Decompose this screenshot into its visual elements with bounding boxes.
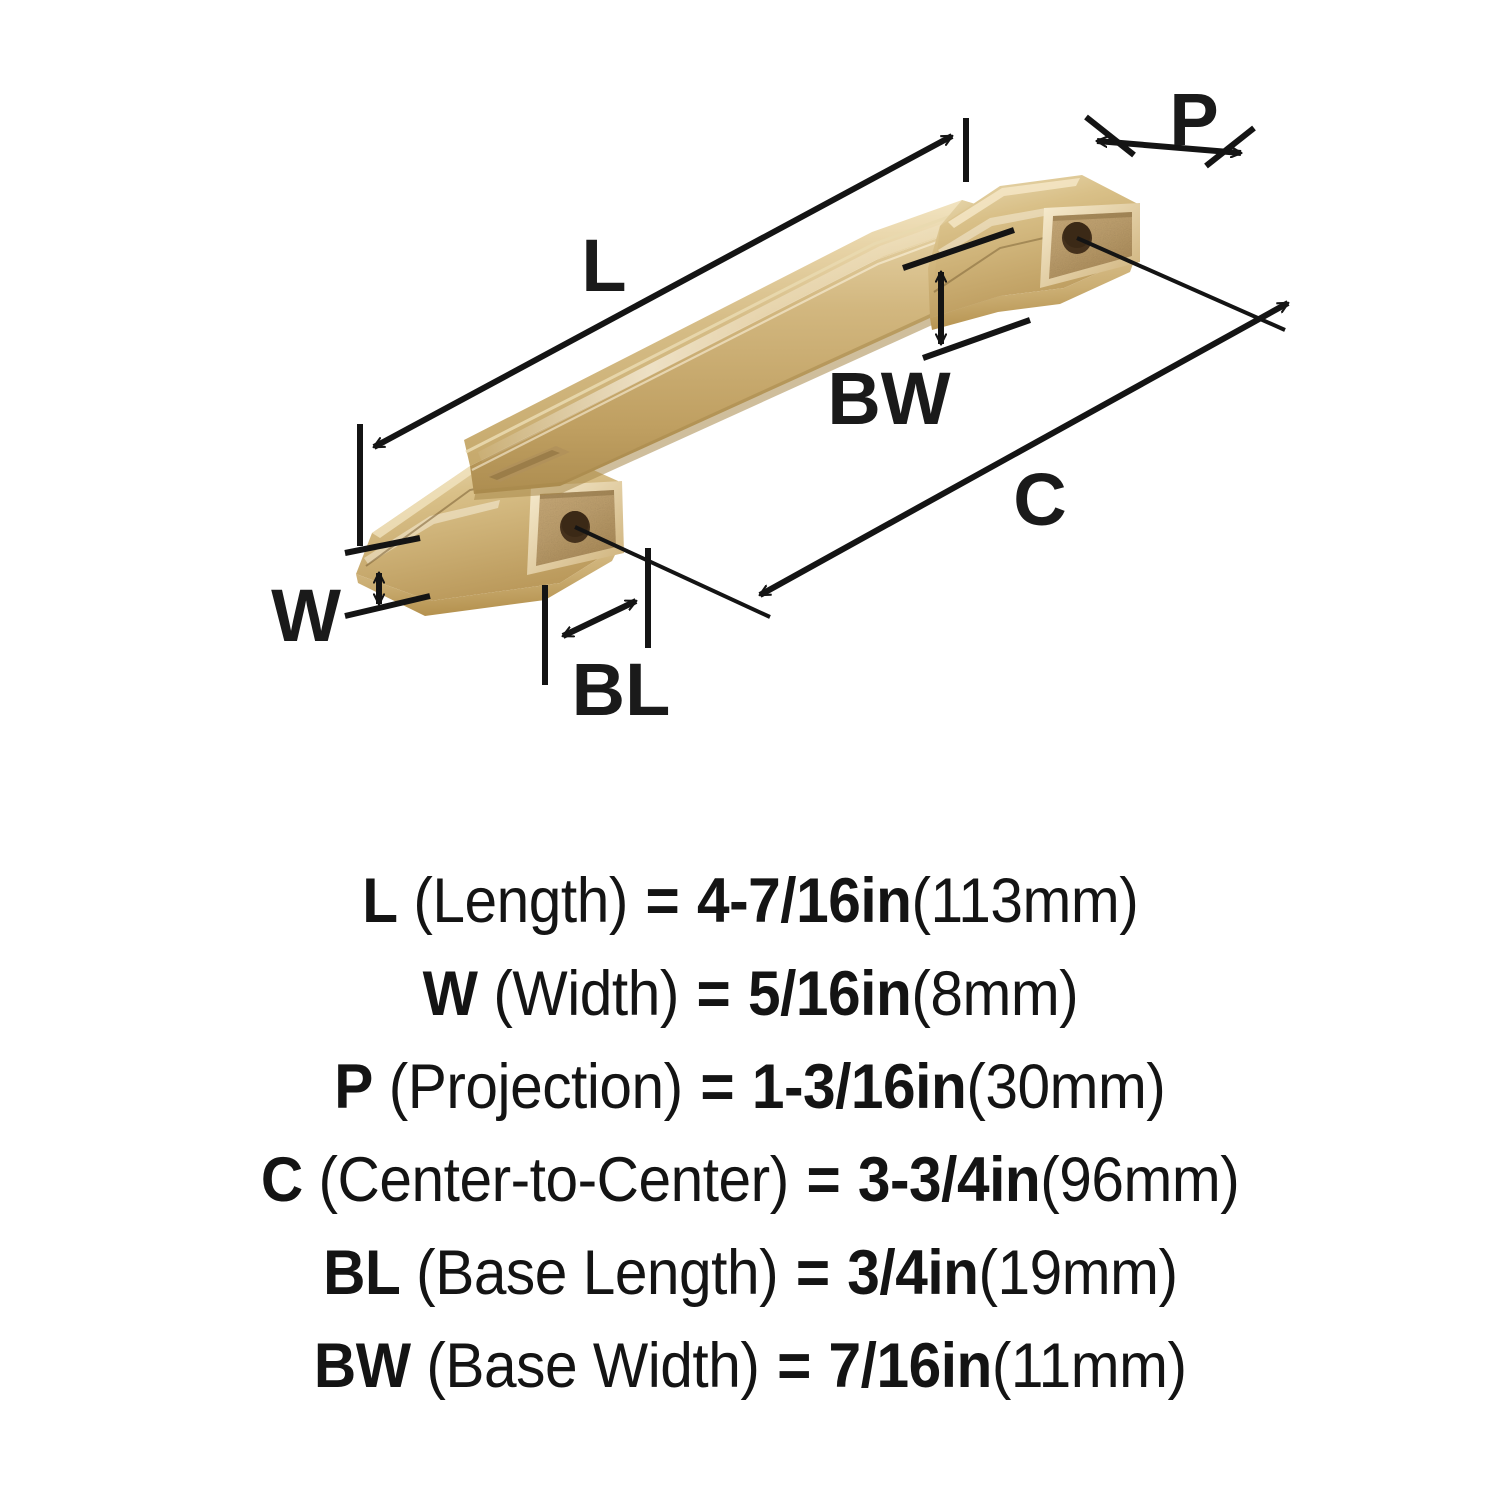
dimension-label-C: C: [1013, 458, 1066, 541]
legend-equals: =: [696, 959, 730, 1029]
dimension-BW-extension-top: [902, 227, 1015, 271]
legend-equals: =: [700, 1052, 735, 1122]
legend-name: (Base Length): [415, 1238, 778, 1308]
legend-name: (Width): [492, 959, 679, 1029]
legend-metric: (8mm): [910, 959, 1078, 1029]
diagram-background: [0, 0, 1500, 820]
legend-name: (Center-to-Center): [318, 1145, 789, 1215]
dimension-BL: [542, 548, 651, 685]
dimension-W-extension-top: [344, 535, 421, 556]
dimension-P-line: [1097, 141, 1241, 153]
dimension-BL-line: [563, 598, 636, 639]
left-base-plate-inner-shadow: [540, 490, 614, 499]
dimension-letters: L W P C BL BW: [271, 78, 1219, 731]
left-foot-highlight-2: [364, 500, 500, 564]
legend-row: BL (Base Length) = 3/4in(19mm): [20, 1227, 1480, 1320]
diagram-svg: L W P C BL BW: [0, 0, 1500, 820]
legend-row: BW (Base Width) = 7/16in(11mm): [20, 1320, 1480, 1413]
legend-code: C: [260, 1145, 303, 1215]
dimension-C-leader-left: [574, 525, 771, 619]
dimension-W: [344, 535, 431, 619]
legend-metric: (113mm): [911, 866, 1139, 936]
legend-equals: =: [795, 1238, 830, 1308]
dimension-legend: L (Length) = 4-7/16in(113mm) W (Width) =…: [0, 855, 1500, 1455]
legend-metric: (11mm): [991, 1331, 1187, 1401]
legend-row: W (Width) = 5/16in(8mm): [20, 948, 1480, 1041]
legend-row: P (Projection) = 1-3/16in(30mm): [20, 1041, 1480, 1134]
legend-name: (Length): [413, 866, 628, 936]
dimension-label-BL: BL: [572, 648, 671, 731]
legend-value: 4-7/16in: [696, 866, 912, 936]
legend-value: 1-3/16in: [752, 1052, 967, 1122]
right-foot-highlight: [948, 178, 1080, 228]
dimension-C: [574, 236, 1288, 619]
right-base-plate-inner-shadow: [1053, 212, 1132, 221]
dimension-label-BW: BW: [827, 357, 950, 440]
dimension-label-W: W: [271, 574, 341, 657]
grip-channel-shadow: [489, 450, 560, 480]
dimension-annotations: [344, 114, 1288, 685]
dimension-label-P: P: [1169, 78, 1218, 161]
legend-code: W: [422, 959, 478, 1029]
dimension-label-L: L: [581, 224, 626, 307]
legend-equals: =: [806, 1145, 841, 1215]
legend-code: BW: [313, 1331, 411, 1401]
legend-name: (Base Width): [426, 1331, 760, 1401]
dimension-L: [357, 118, 969, 546]
legend-metric: (19mm): [978, 1238, 1178, 1308]
legend-code: P: [334, 1052, 374, 1122]
legend-code: L: [361, 866, 398, 936]
legend-metric: (30mm): [966, 1052, 1166, 1122]
legend-value: 3-3/4in: [857, 1145, 1041, 1215]
legend-value: 7/16in: [828, 1331, 992, 1401]
product-dimension-illustration: L W P C BL BW: [0, 0, 1500, 820]
legend-name: (Projection): [388, 1052, 683, 1122]
legend-row: C (Center-to-Center) = 3-3/4in(96mm): [20, 1134, 1480, 1227]
legend-metric: (96mm): [1040, 1145, 1240, 1215]
dimension-C-line: [760, 300, 1288, 598]
legend-row: L (Length) = 4-7/16in(113mm): [20, 855, 1480, 948]
dimension-L-line: [374, 133, 952, 450]
dimension-W-extension-bottom: [344, 593, 431, 619]
legend-equals: =: [776, 1331, 811, 1401]
dimension-P: [1084, 114, 1256, 169]
legend-value: 3/4in: [846, 1238, 979, 1308]
right-foot-highlight-2: [938, 208, 1046, 256]
legend-value: 5/16in: [747, 959, 912, 1029]
legend-equals: =: [645, 866, 680, 936]
legend-code: BL: [322, 1238, 401, 1308]
